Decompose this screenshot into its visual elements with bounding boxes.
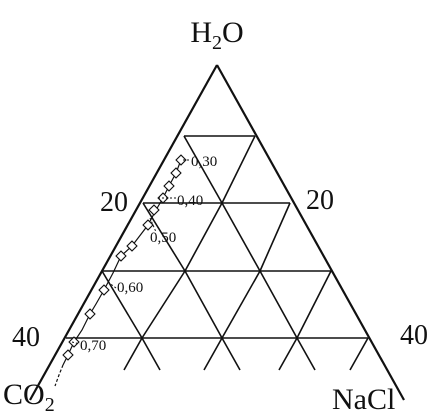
data-point-marker <box>98 284 110 296</box>
ratio-label-060: 0,60 <box>117 280 143 296</box>
grid-line-diagonal-a2 <box>142 202 186 272</box>
ratio-label-050: 0,50 <box>150 230 176 246</box>
leader-line-060 <box>107 281 117 289</box>
leader-line-070 <box>71 341 81 345</box>
scale-label-right-20: 20 <box>306 185 334 216</box>
grid-line-diagonal-b10 <box>349 337 369 371</box>
data-point-marker <box>84 308 96 320</box>
grid-line-diagonal-a5 <box>184 270 223 339</box>
grid-line-diagonal-b9 <box>278 337 298 371</box>
scale-label-right-40: 40 <box>400 320 428 351</box>
data-curve-dashed <box>54 364 64 387</box>
data-point-marker <box>142 219 154 231</box>
data-curve <box>62 159 182 366</box>
leader-line-050 <box>149 217 157 233</box>
grid-line-diagonal-a6 <box>259 270 298 339</box>
data-point-marker <box>148 204 160 216</box>
grid-line-diagonal-b1 <box>221 135 256 204</box>
vertex-label-co2: CO2 <box>3 378 55 416</box>
grid-line-diagonal-b3 <box>259 202 291 272</box>
data-point-marker <box>62 349 74 361</box>
ratio-label-030: 0,30 <box>191 154 217 170</box>
grid-line-diagonal-b2 <box>184 202 223 272</box>
ratio-label-070: 0,70 <box>80 338 106 354</box>
grid-line-diagonal-a1 <box>183 135 223 204</box>
data-point-marker <box>126 240 138 252</box>
grid-line-diagonal-b4 <box>141 270 186 339</box>
triangle-right-edge <box>216 64 405 401</box>
grid-line-diagonal-b6 <box>296 270 332 339</box>
scale-label-left-20: 20 <box>100 187 128 218</box>
grid-line-diagonal-b7 <box>123 337 143 371</box>
grid-line-diagonal-a3 <box>221 202 261 272</box>
data-point-marker <box>163 180 175 192</box>
grid-line-diagonal-a8 <box>221 337 241 371</box>
triangle-left-edge <box>29 64 218 401</box>
scale-label-left-40: 40 <box>12 322 40 353</box>
grid-line-diagonal-b8 <box>203 337 223 371</box>
data-point-marker <box>175 154 187 166</box>
vertex-label-h2o: H2O <box>190 16 243 54</box>
ratio-label-040: 0,40 <box>177 193 203 209</box>
grid-line-diagonal-a7 <box>141 337 161 371</box>
grid-line-diagonal-b5 <box>221 270 261 339</box>
data-point-markers <box>62 154 187 361</box>
data-point-marker <box>115 250 127 262</box>
data-point-marker <box>170 167 182 179</box>
vertex-label-nacl: NaCl <box>332 383 395 416</box>
grid-line-diagonal-a9 <box>296 337 316 371</box>
